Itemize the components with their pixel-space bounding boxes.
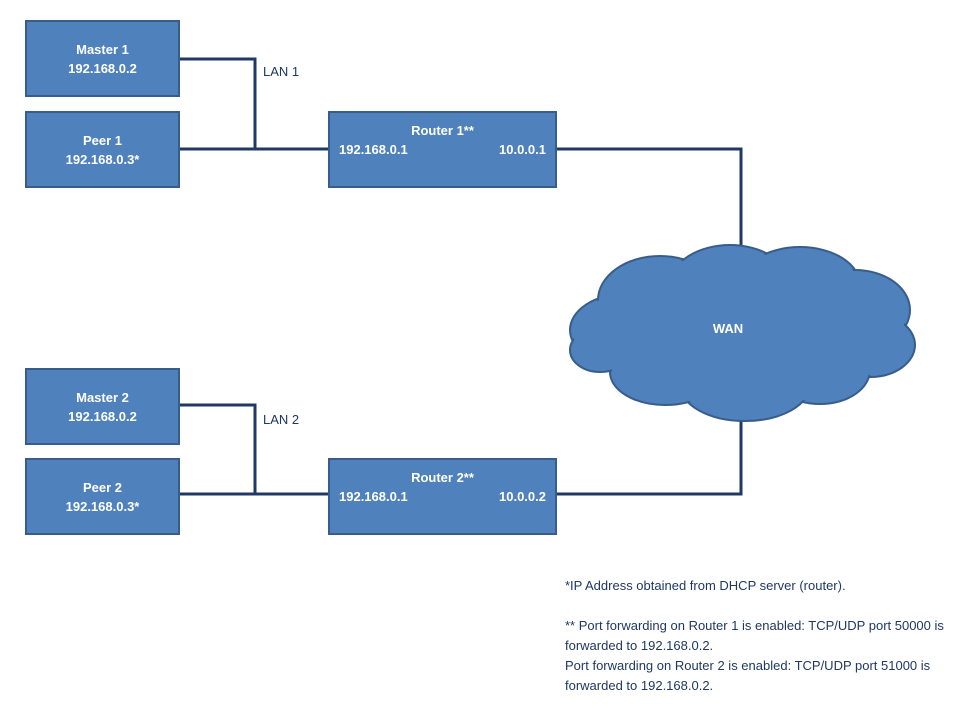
peer1-name: Peer 1 <box>82 132 123 148</box>
wan-cloud <box>569 244 916 422</box>
router1-box: Router 1** 192.168.0.1 10.0.0.1 <box>328 111 557 188</box>
master2-ip: 192.168.0.2 <box>68 408 137 424</box>
note-port-forward-router2: Port forwarding on Router 2 is enabled: … <box>565 658 931 693</box>
router1-name: Router 1** <box>411 123 474 138</box>
peer2-box: Peer 2 192.168.0.3* <box>25 458 180 535</box>
router1-wan-ip: 10.0.0.1 <box>499 142 546 157</box>
router2-box: Router 2** 192.168.0.1 10.0.0.2 <box>328 458 557 535</box>
peer2-ip: 192.168.0.3* <box>65 498 140 514</box>
peer2-name: Peer 2 <box>82 479 123 495</box>
router2-lan-ip: 192.168.0.1 <box>339 489 408 504</box>
wan-link-router2 <box>556 420 743 496</box>
master1-name: Master 1 <box>76 41 129 57</box>
master2-box: Master 2 192.168.0.2 <box>25 368 180 445</box>
lan2-label: LAN 2 <box>263 412 300 427</box>
master2-name: Master 2 <box>76 389 129 405</box>
router1-lan-ip: 192.168.0.1 <box>339 142 408 157</box>
lan1-link-master1 <box>179 57 257 149</box>
master1-ip: 192.168.0.2 <box>68 60 137 76</box>
router2-name: Router 2** <box>411 470 474 485</box>
peer1-box: Peer 1 192.168.0.3* <box>25 111 180 188</box>
wan-link-router1 <box>556 147 743 262</box>
peer1-ip: 192.168.0.3* <box>65 151 140 167</box>
footnotes: *IP Address obtained from DHCP server (r… <box>565 576 945 696</box>
note-port-forward-router1: ** Port forwarding on Router 1 is enable… <box>565 618 944 653</box>
lan1-label: LAN 1 <box>263 64 300 79</box>
router2-wan-ip: 10.0.0.2 <box>499 489 546 504</box>
wan-label: WAN <box>712 321 744 336</box>
lan2-link-master2 <box>179 403 257 494</box>
master1-box: Master 1 192.168.0.2 <box>25 20 180 97</box>
note-dhcp: *IP Address obtained from DHCP server (r… <box>565 578 846 593</box>
